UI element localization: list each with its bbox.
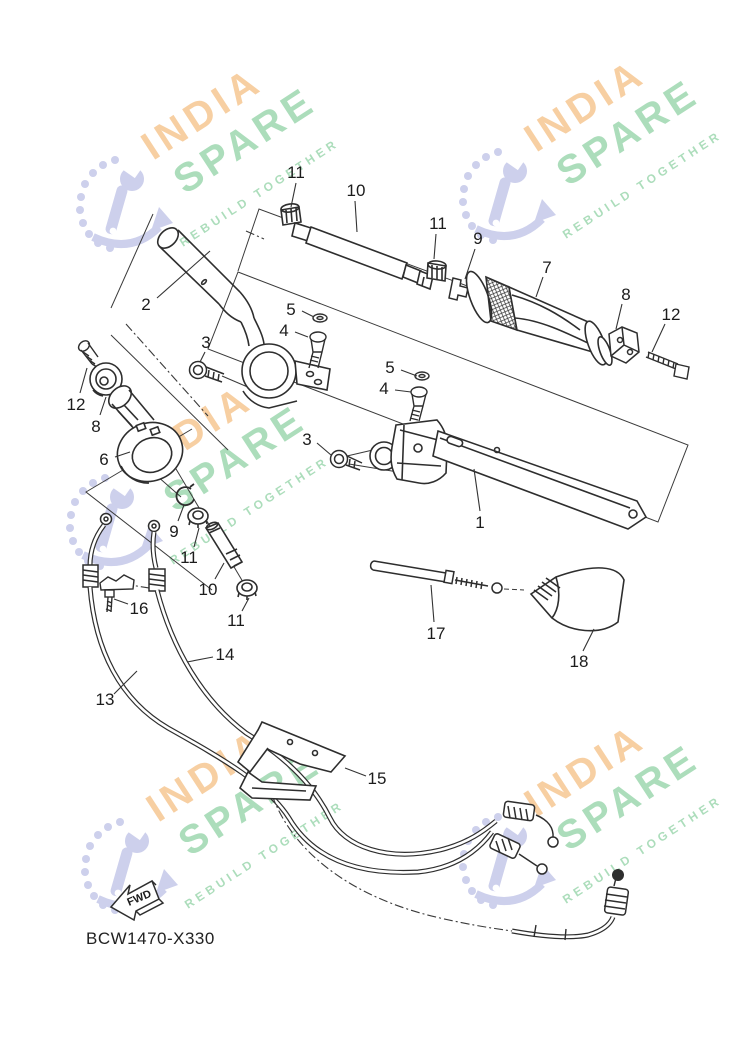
part-nut-11-mid-lower (236, 579, 258, 600)
callout-label-11[interactable]: 11 (227, 611, 245, 630)
part-bolt-12-right (645, 351, 690, 380)
callout-leader (79, 367, 88, 394)
brand-logo-icon (66, 474, 163, 570)
callout-label-12[interactable]: 12 (662, 305, 681, 324)
callout-label-2[interactable]: 2 (141, 295, 150, 314)
part-bolt-3-upper (188, 360, 225, 383)
part-nut-11-top-left (280, 203, 302, 226)
part-cap-8-left (89, 362, 123, 397)
callout-label-13[interactable]: 13 (96, 690, 115, 709)
callout-label-9[interactable]: 9 (169, 522, 178, 541)
callout-label-4[interactable]: 4 (379, 379, 388, 398)
callout-label-10[interactable]: 10 (199, 580, 218, 599)
part-end-cap-8-right (608, 326, 640, 364)
callout-leader (651, 323, 666, 353)
callout-label-4[interactable]: 4 (279, 321, 288, 340)
diagram-code: BCW1470-X330 (86, 929, 215, 948)
part-nut-11-top-right (426, 260, 447, 282)
callout-leader (113, 598, 129, 605)
part-grip (465, 270, 613, 366)
callout-label-11[interactable]: 11 (180, 548, 198, 567)
callout-leader (582, 628, 595, 652)
callout-leader (301, 310, 315, 318)
part-cable-end-c (603, 869, 630, 916)
part-guide-bracket-15 (236, 720, 347, 801)
callout-label-14[interactable]: 14 (216, 645, 235, 664)
callout-label-1[interactable]: 1 (475, 513, 484, 532)
callout-leader (473, 468, 481, 512)
part-bracket-bar-1 (432, 429, 648, 530)
fwd-arrow: FWD (109, 879, 165, 922)
callout-leader (294, 331, 309, 338)
callout-label-3[interactable]: 3 (201, 333, 210, 352)
callout-label-12[interactable]: 12 (67, 395, 86, 414)
callout-label-7[interactable]: 7 (542, 258, 551, 277)
part-boot-18 (529, 567, 625, 632)
callout-leader (113, 670, 138, 695)
callout-leader (193, 527, 200, 548)
callout-label-5[interactable]: 5 (385, 358, 394, 377)
part-clip-9 (175, 483, 195, 506)
part-cable-17 (369, 560, 525, 594)
part-clamp-16 (99, 574, 135, 613)
callout-leader (241, 597, 250, 612)
watermark-top-left: INDIA SPARE REBUILD TOGETHER (76, 59, 342, 252)
part-nut-11-mid-upper (187, 507, 209, 528)
callout-leader (615, 303, 623, 330)
callout-leader (535, 276, 544, 298)
callout-leader (394, 389, 412, 393)
callout-leader (214, 562, 225, 580)
callout-label-15[interactable]: 15 (368, 769, 387, 788)
part-cable-13 (87, 586, 494, 875)
part-cable-end-a (502, 800, 559, 848)
part-washer-9-top (448, 277, 469, 301)
part-throttle-housing (107, 385, 184, 484)
callout-leader (316, 442, 332, 456)
callout-label-18[interactable]: 18 (570, 652, 589, 671)
callout-leader (186, 656, 214, 663)
callout-leader (199, 351, 206, 363)
callout-label-3[interactable]: 3 (302, 430, 311, 449)
callout-label-6[interactable]: 6 (99, 450, 108, 469)
part-bolt-3-mid (329, 449, 363, 471)
part-washer-5-mid (414, 371, 430, 381)
callout-leader (156, 250, 211, 299)
part-tube-10-top (291, 221, 434, 291)
callout-label-10[interactable]: 10 (347, 181, 366, 200)
part-cable-lower-route (271, 794, 616, 941)
part-bolt-4-upper (308, 331, 327, 369)
part-cable-14 (154, 589, 498, 857)
callout-leader (344, 767, 367, 777)
callout-label-8[interactable]: 8 (91, 417, 100, 436)
callout-label-11[interactable]: 11 (429, 214, 447, 233)
callout-label-16[interactable]: 16 (130, 599, 149, 618)
part-cable-end-b (489, 833, 548, 875)
callout-label-5[interactable]: 5 (286, 300, 295, 319)
callout-leader (177, 504, 185, 522)
part-washer-5-upper (312, 313, 328, 323)
callout-leader (99, 396, 107, 416)
part-steering-handle (156, 227, 331, 409)
callout-leader (290, 182, 297, 208)
brand-logo-icon (459, 813, 556, 909)
callout-leader (400, 369, 418, 377)
callout-leader (114, 451, 131, 458)
part-bolt-4-mid (409, 386, 428, 422)
callout-label-8[interactable]: 8 (621, 285, 630, 304)
callout-label-17[interactable]: 17 (427, 624, 446, 643)
callout-label-9[interactable]: 9 (473, 229, 482, 248)
part-bolt-12-left (77, 340, 99, 368)
part-lever-holder (369, 419, 448, 485)
watermark-top-right: INDIA SPARE REBUILD TOGETHER (459, 51, 725, 244)
part-tube-guide-10 (204, 521, 244, 570)
callout-leader (354, 200, 358, 233)
callout-leader (464, 248, 476, 280)
watermark-bottom-right: INDIA SPARE REBUILD TOGETHER (459, 716, 725, 909)
callout-leader (433, 233, 437, 260)
callout-label-11[interactable]: 11 (287, 163, 305, 182)
callout-leader (430, 584, 435, 623)
